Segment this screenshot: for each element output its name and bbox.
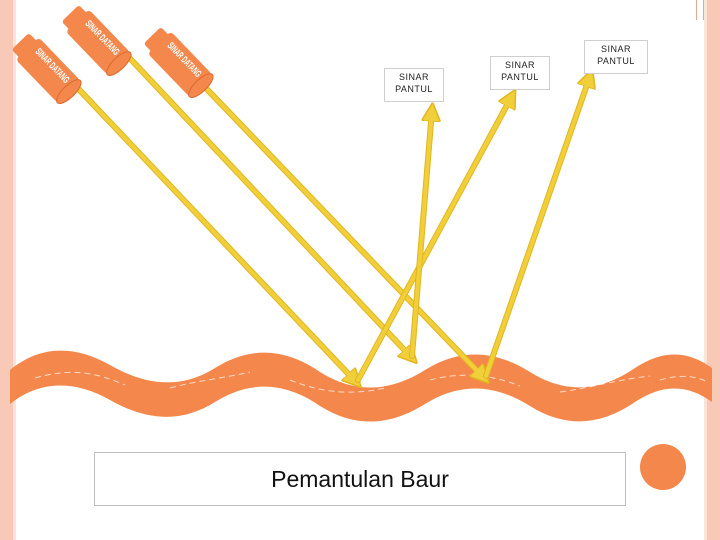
reflected-label-2: SINAR PANTUL — [490, 56, 550, 90]
reflected-label-1-line1: SINAR — [385, 71, 443, 83]
reflected-label-3: SINAR PANTUL — [584, 40, 648, 74]
reflected-label-3-line1: SINAR — [585, 43, 647, 55]
decorative-circle — [640, 444, 686, 490]
reflected-label-1-line2: PANTUL — [385, 83, 443, 95]
caption-box: Pemantulan Baur — [94, 452, 626, 506]
reflected-label-1: SINAR PANTUL — [384, 68, 444, 102]
light-source-2: SINAR DATANG — [59, 2, 135, 79]
caption-text: Pemantulan Baur — [271, 466, 449, 493]
rough-surface — [10, 351, 712, 422]
reflected-label-2-line1: SINAR — [491, 59, 549, 71]
light-source-1: SINAR DATANG — [9, 30, 85, 107]
light-source-3: SINAR DATANG — [141, 24, 217, 101]
reflected-label-3-line2: PANTUL — [585, 55, 647, 67]
reflected-label-2-line2: PANTUL — [491, 71, 549, 83]
